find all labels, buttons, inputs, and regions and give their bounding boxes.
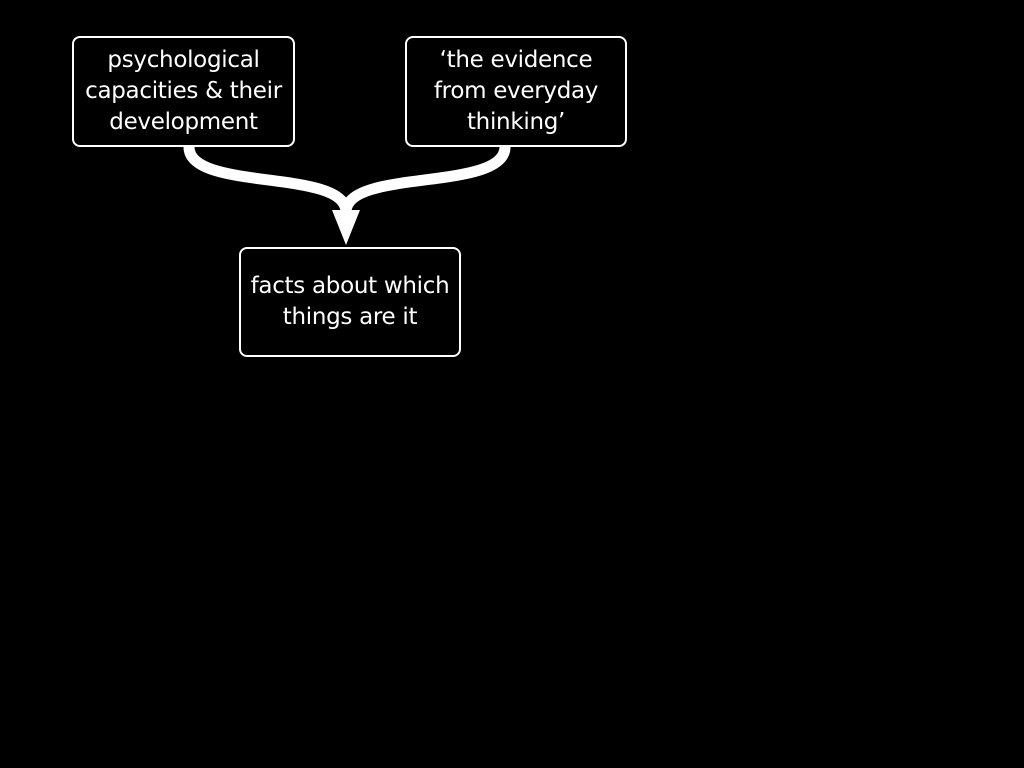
node-everyday-thinking-evidence: ‘the evidence from everyday thinking’ [405, 36, 627, 147]
connector-right [340, 145, 511, 214]
node-facts-about-it: facts about which things are it [239, 247, 461, 357]
node-label: psychological capacities & their develop… [85, 47, 282, 135]
connector-left [183, 145, 352, 214]
arrowhead [332, 210, 360, 245]
node-psychological-capacities: psychological capacities & their develop… [72, 36, 295, 147]
node-label: facts about which things are it [250, 273, 450, 330]
node-label: ‘the evidence from everyday thinking’ [433, 47, 599, 135]
